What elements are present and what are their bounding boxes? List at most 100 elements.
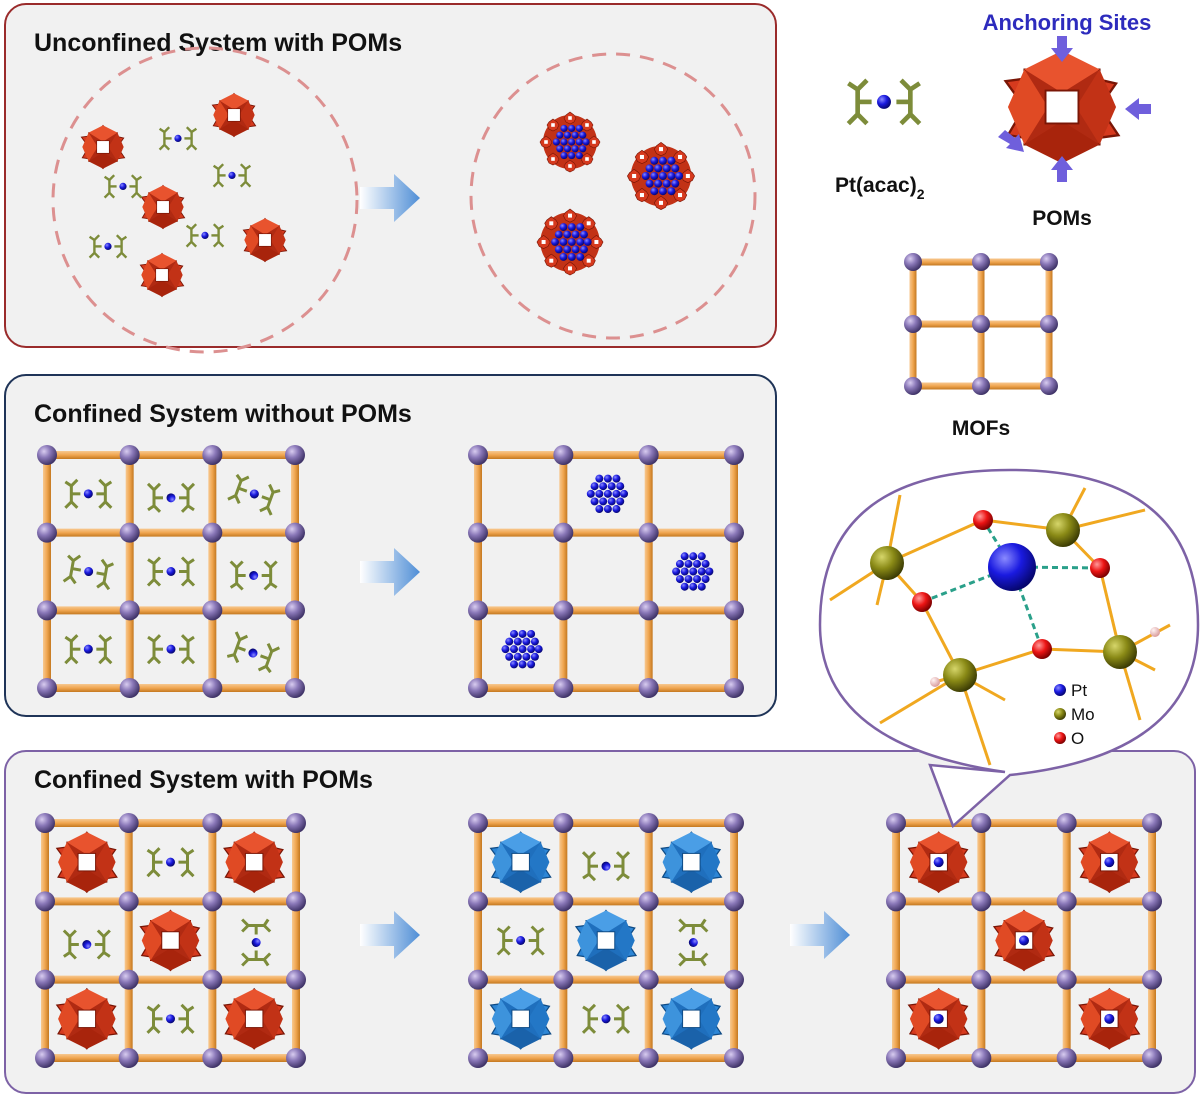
- metal-node: [468, 969, 488, 990]
- pom-stabilized-pt-cluster: [536, 208, 604, 276]
- linker-bar: [124, 823, 133, 1058]
- pt-acac-molecule-icon: [240, 918, 272, 967]
- metal-node: [904, 377, 922, 395]
- metal-node: [285, 522, 305, 543]
- metal-node: [553, 813, 574, 833]
- linker-bar: [892, 823, 900, 1058]
- linker-bar: [644, 455, 653, 688]
- linker-bar: [45, 897, 296, 906]
- metal-node: [286, 813, 306, 833]
- pt-acac-molecule-icon: [226, 471, 283, 517]
- metal-node: [119, 600, 140, 621]
- metal-node: [118, 969, 139, 990]
- linker-bar: [47, 451, 295, 459]
- metal-node: [638, 813, 659, 833]
- metal-node: [468, 445, 488, 465]
- metal-node: [724, 678, 744, 698]
- metal-node: [37, 522, 57, 543]
- pom-icon: [80, 124, 126, 170]
- pt-acac-molecule-icon: [63, 478, 113, 510]
- terminal-atom: [930, 677, 940, 687]
- linker-bar: [730, 823, 738, 1058]
- anchoring-sites-label: Anchoring Sites: [983, 10, 1152, 35]
- mof-legend-icon: [904, 253, 1058, 395]
- linker-bar: [977, 823, 986, 1058]
- pt-atom: [988, 543, 1036, 591]
- metal-node: [35, 813, 55, 833]
- metal-node: [37, 600, 57, 621]
- confined-with-panel-title: Confined System with POMs: [34, 766, 373, 794]
- metal-node: [1056, 1048, 1077, 1068]
- pt-acac-molecule-icon: [146, 633, 196, 665]
- unconfined-panel-title: Unconfined System with POMs: [34, 29, 403, 57]
- linker-bar: [474, 455, 482, 688]
- metal-node: [971, 1048, 992, 1068]
- metal-node: [724, 445, 744, 465]
- metal-node: [638, 891, 659, 912]
- metal-node: [1056, 813, 1077, 833]
- pom-legend-icon: [998, 36, 1151, 182]
- metal-node: [553, 600, 574, 621]
- mofs-label: MOFs: [952, 417, 1010, 440]
- metal-node: [972, 377, 990, 395]
- metal-node: [285, 600, 305, 621]
- metal-node: [35, 969, 55, 990]
- metal-node: [118, 1048, 139, 1068]
- pt-acac-legend-icon: [848, 80, 919, 123]
- reaction-arrow: [360, 174, 420, 222]
- metal-node: [468, 1048, 488, 1068]
- activated-pom-icon: [660, 988, 722, 1050]
- linker-bar: [45, 819, 296, 827]
- pom-icon: [211, 92, 257, 138]
- metal-node: [638, 522, 659, 543]
- metal-node: [119, 678, 140, 698]
- anchoring-site-arrows: [998, 36, 1151, 182]
- linker-bar: [45, 1054, 296, 1062]
- pt-acac-molecule-icon: [225, 630, 281, 676]
- mof-framework-with-precursors: [37, 445, 305, 698]
- confined-without-panel-title: Confined System without POMs: [34, 400, 412, 428]
- o-key-swatch: [1054, 732, 1066, 744]
- linker-bar: [208, 455, 217, 688]
- metal-node: [724, 891, 744, 912]
- linker-bar: [125, 455, 134, 688]
- metal-node: [286, 969, 306, 990]
- metal-node: [1142, 969, 1162, 990]
- metal-node: [724, 1048, 744, 1068]
- o-atom: [1032, 639, 1052, 659]
- metal-node: [724, 522, 744, 543]
- mo-atom: [1103, 635, 1137, 669]
- mo-key-swatch: [1054, 708, 1066, 720]
- mo-key-label: Mo: [1071, 705, 1095, 724]
- metal-node: [202, 891, 223, 912]
- pt-single-atom: [933, 1013, 944, 1024]
- pom-icon: [140, 184, 186, 230]
- metal-node: [553, 445, 574, 465]
- pom-stabilized-pt-cluster: [539, 111, 601, 173]
- metal-node: [35, 891, 55, 912]
- metal-node: [904, 315, 922, 333]
- pom-icon: [139, 909, 202, 972]
- metal-node: [119, 445, 140, 465]
- pom-icon: [223, 988, 285, 1050]
- pt-acac-molecule-icon: [146, 482, 196, 514]
- o-key-label: O: [1071, 729, 1084, 748]
- metal-node: [468, 678, 488, 698]
- metal-node: [886, 969, 906, 990]
- metal-node: [35, 1048, 55, 1068]
- metal-node: [904, 253, 922, 271]
- metal-node: [553, 678, 574, 698]
- metal-node: [202, 969, 223, 990]
- metal-node: [1056, 891, 1077, 912]
- metal-node: [202, 522, 223, 543]
- pt-acac-molecule-icon: [581, 1003, 631, 1035]
- atomic-structure-zoom-bubble: Pt Mo O: [818, 468, 1200, 829]
- linker-bar: [896, 1054, 1152, 1062]
- metal-node: [202, 445, 223, 465]
- pt-acac-molecule-icon: [677, 918, 709, 967]
- legend: Anchoring Sites Pt(acac)2 POMs MOFs: [835, 10, 1151, 440]
- activated-pom-icon: [660, 831, 722, 893]
- metal-node: [202, 600, 223, 621]
- linker-bar: [478, 975, 734, 984]
- metal-node: [638, 678, 659, 698]
